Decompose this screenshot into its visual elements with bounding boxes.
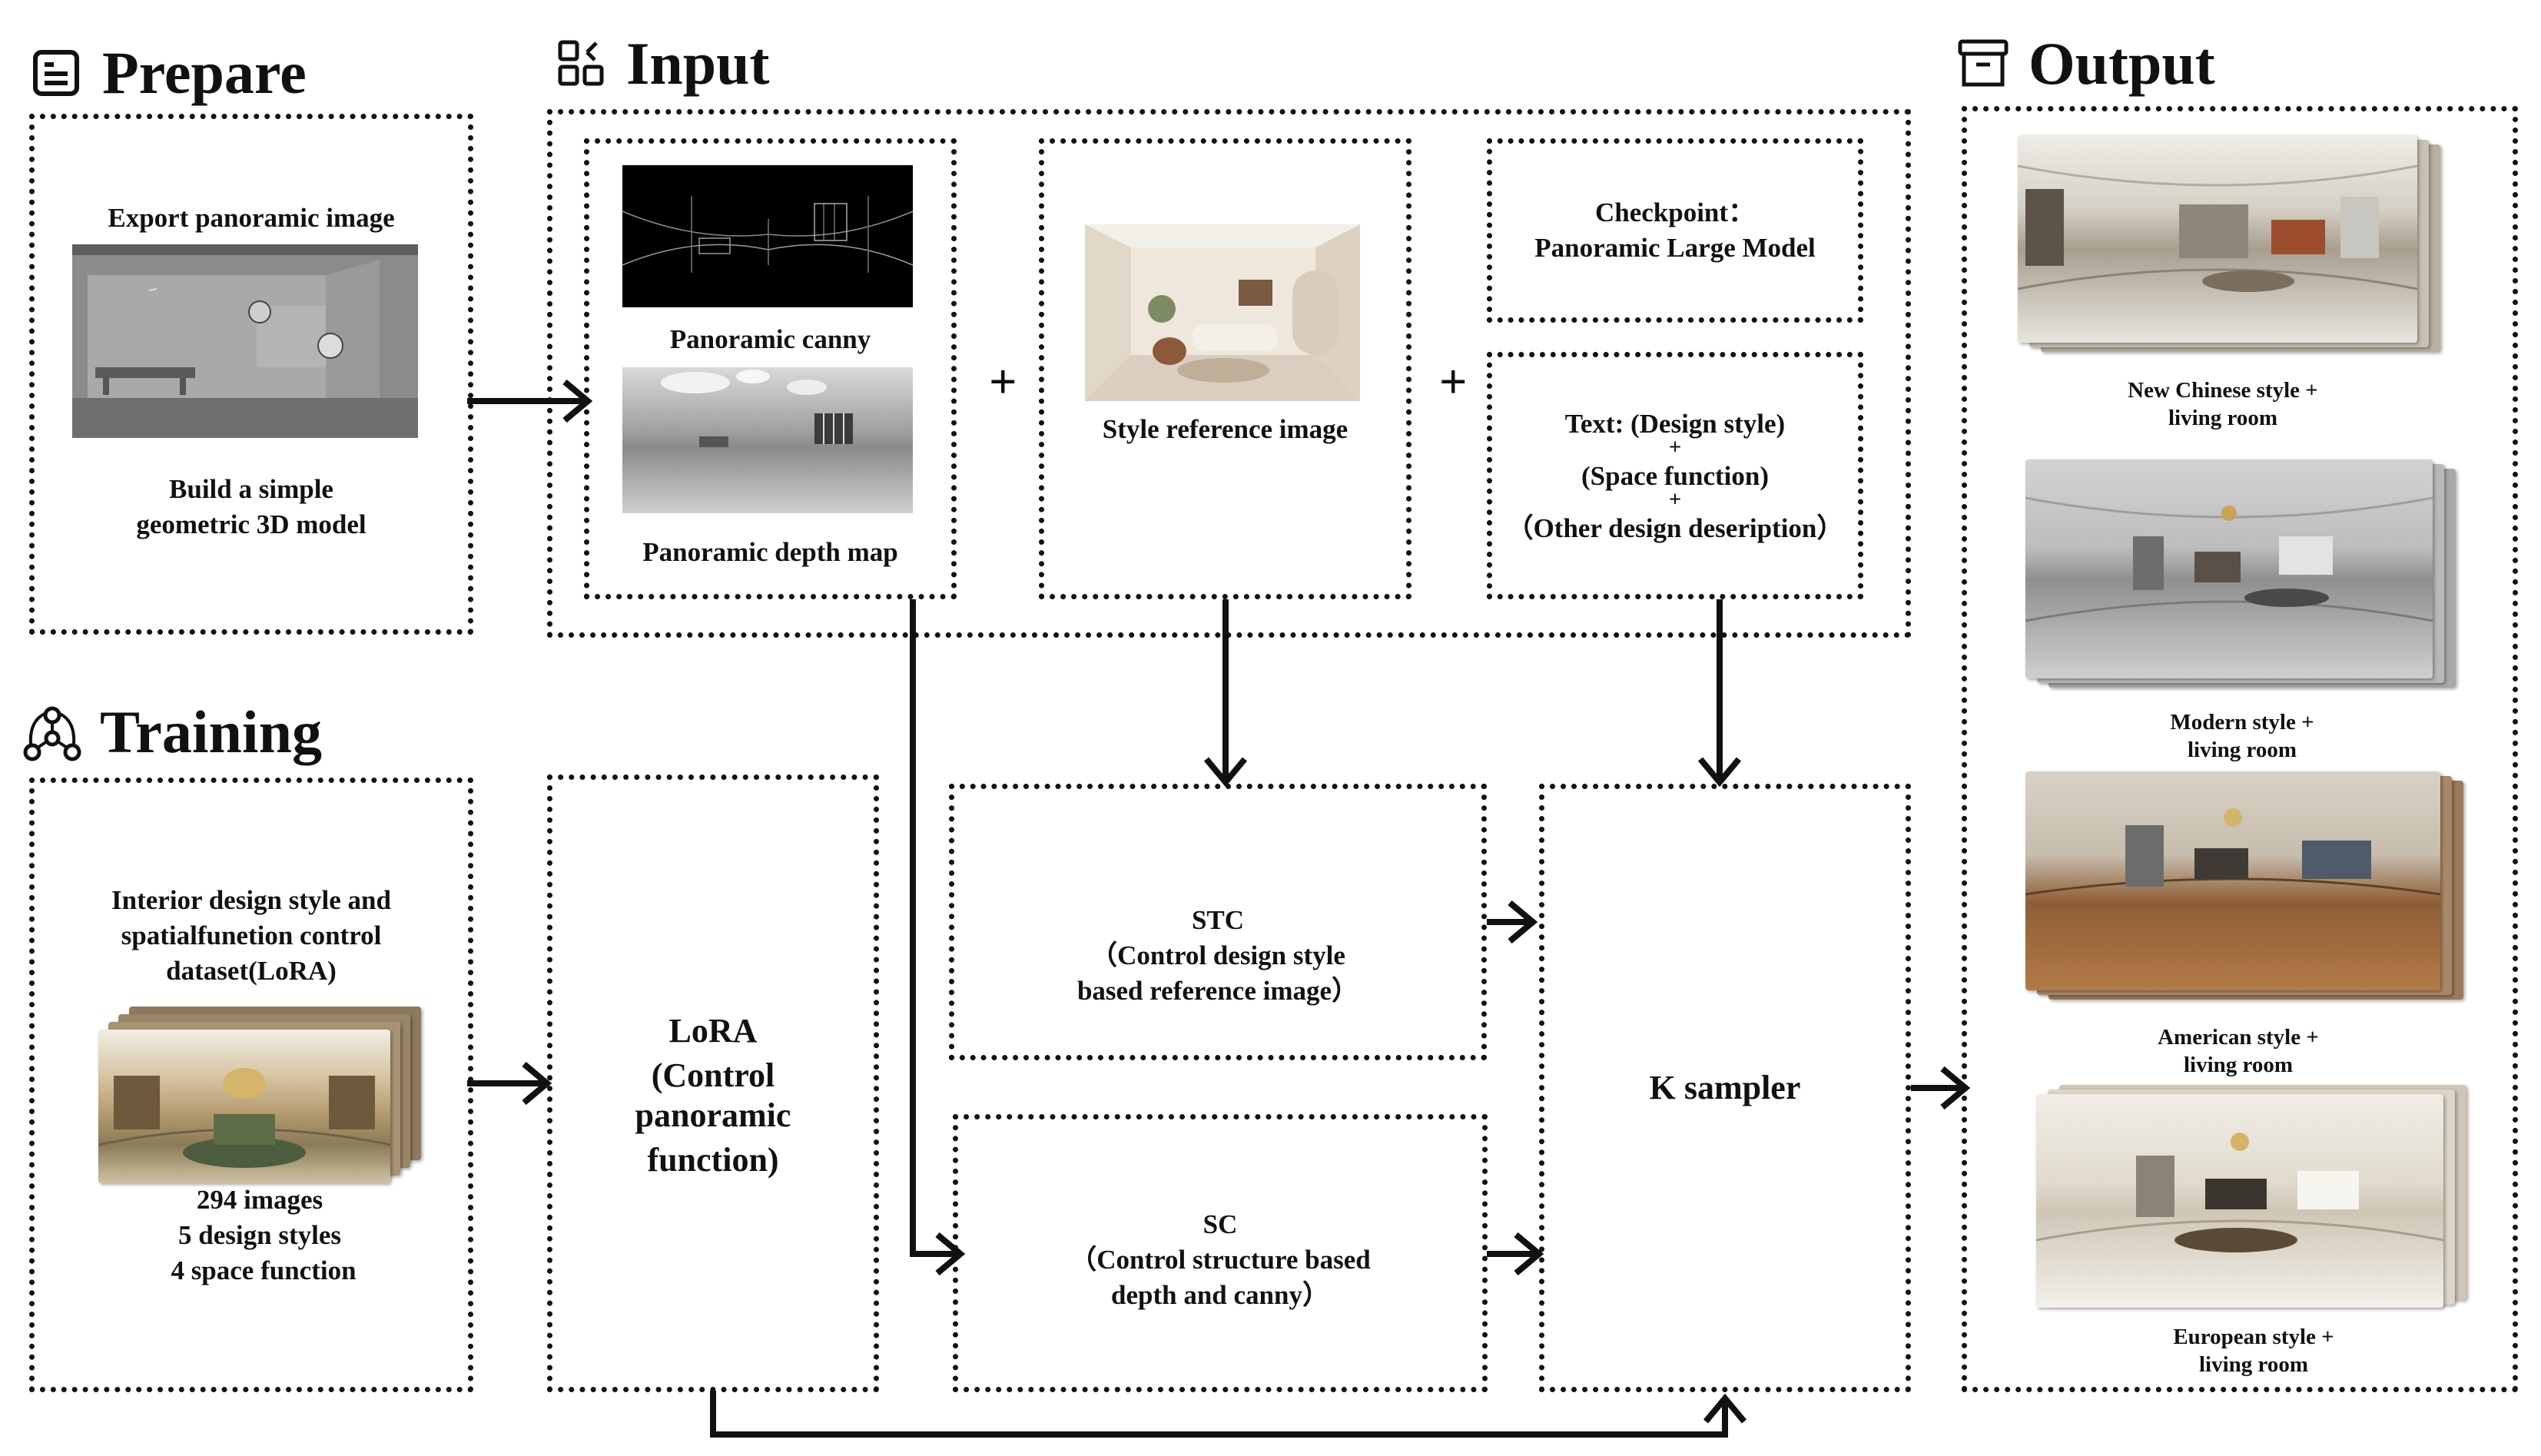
output-caption-4-line-1: European style + <box>2173 1325 2334 1349</box>
panoramic-canny-image <box>622 165 913 307</box>
k-sampler-node <box>1539 784 1911 1392</box>
output-stack-1 <box>2017 135 2448 358</box>
checkpoint-label-1: Checkpoint： <box>1594 197 1756 227</box>
text-prompt-line-1: Text: (Design style) <box>1564 409 1786 439</box>
output-caption-3-line-1: American style + <box>2158 1025 2319 1050</box>
text-prompt-plus-1: + <box>1668 435 1682 459</box>
sc-label-2: （Control structure based <box>1070 1245 1371 1275</box>
plus-sign-2: + <box>1439 354 1468 409</box>
output-image-european <box>2035 1094 2444 1308</box>
arrow-lora-to-ksampler <box>710 1391 1728 1438</box>
stc-label-2: （Control design style <box>1090 940 1345 970</box>
sc-label-1: SC <box>1202 1209 1238 1239</box>
output-stack-3 <box>2025 771 2471 1002</box>
dataset-stat-2: 5 design styles <box>178 1220 341 1250</box>
dataset-label-1: Interior design style and <box>111 885 391 915</box>
dataset-stat-1: 294 images <box>196 1185 323 1215</box>
text-prompt-plus-2: + <box>1668 487 1682 512</box>
output-caption-1-line-2: living room <box>2168 406 2278 430</box>
dataset-image-stack <box>98 1007 421 1183</box>
output-image-new-chinese <box>2017 135 2418 343</box>
stc-label-3: based reference image） <box>1076 976 1359 1006</box>
panoramic-depth-image <box>622 367 913 513</box>
lora-label-1: LoRA <box>668 1012 758 1050</box>
panoramic-depth-label: Panoramic depth map <box>642 537 898 567</box>
checkpoint-box <box>1487 138 1863 323</box>
output-image-american <box>2025 771 2441 990</box>
dataset-pano-image <box>98 1030 391 1183</box>
checkpoint-label-2: Panoramic Large Model <box>1534 233 1816 263</box>
text-prompt-box <box>1487 352 1863 599</box>
text-prompt-line-2: (Space function) <box>1581 461 1770 491</box>
section-title-input: Input <box>626 30 770 97</box>
output-image-modern <box>2025 459 2433 678</box>
input-box <box>547 109 1911 638</box>
k-sampler-label: K sampler <box>1649 1069 1801 1106</box>
sc-label-3: depth and canny） <box>1111 1280 1329 1310</box>
section-title-prepare: Prepare <box>102 39 307 106</box>
network-nodes-icon <box>23 706 81 761</box>
style-reference-box <box>1039 138 1411 599</box>
lora-label-3: panoramic <box>635 1096 791 1134</box>
output-caption-1-line-1: New Chinese style + <box>2128 378 2318 403</box>
dataset-label-3: dataset(LoRA) <box>166 956 337 986</box>
output-stack-2 <box>2025 459 2463 690</box>
output-caption-2-line-1: Modern style + <box>2170 710 2314 735</box>
build-model-label-2: geometric 3D model <box>136 509 367 539</box>
plus-sign-1: + <box>989 354 1017 409</box>
dataset-label-2: spatialfunetion control <box>121 920 382 950</box>
panoramic-canny-label: Panoramic canny <box>669 324 871 354</box>
archive-box-icon <box>1958 39 2009 87</box>
stc-node <box>949 784 1487 1060</box>
style-reference-image <box>1085 224 1360 401</box>
section-title-training: Training <box>100 698 322 765</box>
output-caption-4-line-2: living room <box>2198 1352 2309 1377</box>
lora-label-2: (Control <box>651 1056 775 1094</box>
prepare-box <box>29 114 473 635</box>
widgets-icon <box>558 40 604 86</box>
arrow-maps-to-sc <box>910 599 960 1257</box>
document-list-icon <box>33 50 79 96</box>
control-maps-box <box>584 138 957 599</box>
output-box <box>1962 106 2518 1392</box>
style-reference-label: Style reference image <box>1102 414 1348 444</box>
stc-label-1: STC <box>1191 905 1245 935</box>
dataset-stat-3: 4 space function <box>171 1255 357 1285</box>
output-caption-2-line-2: living room <box>2187 738 2297 762</box>
build-model-label-1: Build a simple <box>169 474 333 504</box>
section-title-output: Output <box>2028 30 2215 97</box>
geometric-model-screenshot <box>72 244 418 438</box>
output-stack-4 <box>2035 1085 2474 1308</box>
output-caption-3-line-2: living room <box>2183 1053 2294 1077</box>
export-panoramic-label: Export panoramic image <box>108 203 395 233</box>
text-prompt-line-3: （Other design deseription） <box>1506 513 1844 543</box>
lora-label-4: function) <box>647 1141 779 1179</box>
